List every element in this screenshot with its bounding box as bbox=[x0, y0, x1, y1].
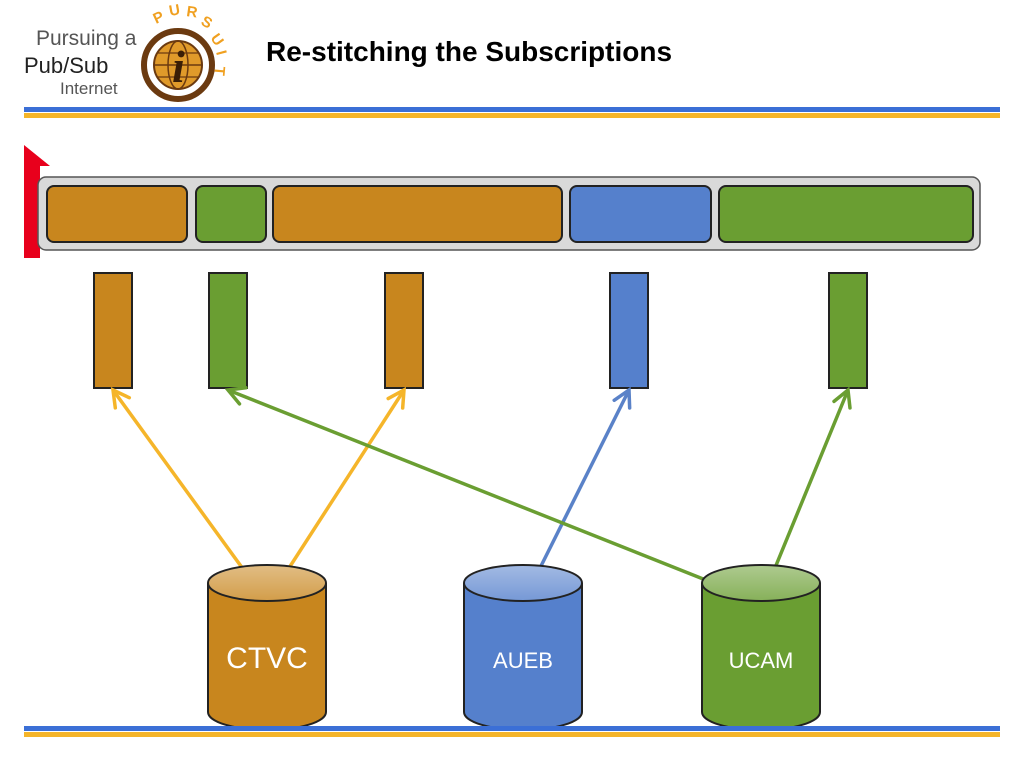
arrow-head bbox=[386, 386, 406, 410]
arrow-head bbox=[612, 386, 632, 410]
logo-emblem: i P U R S U I T bbox=[141, 1, 230, 102]
logo-line-3: Internet bbox=[60, 79, 118, 98]
bar-segment-ucam bbox=[195, 185, 267, 243]
logo-line-1: Pursuing a bbox=[36, 27, 137, 50]
footer-rule-blue bbox=[24, 726, 1000, 731]
arrow-line bbox=[227, 388, 762, 604]
emblem-outer-ring bbox=[141, 28, 215, 102]
piece-ctvc bbox=[384, 272, 424, 389]
piece-ctvc bbox=[93, 272, 133, 389]
cylinder-top-highlight-ctvc bbox=[209, 566, 325, 600]
arc-letter-3: R bbox=[185, 3, 198, 21]
arrow-head bbox=[832, 386, 852, 410]
bar-segment-ucam bbox=[718, 185, 974, 243]
cylinder-label-ctvc: CTVC bbox=[226, 642, 308, 675]
header-rule-orange bbox=[24, 113, 1000, 118]
arrow-head bbox=[224, 386, 248, 406]
page-title: Re-stitching the Subscriptions bbox=[266, 36, 673, 67]
piece-ucam bbox=[828, 272, 868, 389]
arc-letter-2: U bbox=[168, 1, 182, 20]
cylinder-top-highlight-ucam bbox=[703, 566, 819, 600]
arc-letter-7: T bbox=[210, 66, 228, 77]
logo-line-2: Pub/Sub bbox=[24, 53, 109, 78]
emblem-letter: i bbox=[172, 41, 185, 92]
arc-letter-6: I bbox=[212, 49, 230, 57]
header-rule-blue bbox=[24, 107, 1000, 112]
cylinder-top-highlight-aueb bbox=[465, 566, 581, 600]
bar-segment-aueb bbox=[569, 185, 712, 243]
cylinder-label-aueb: AUEB bbox=[493, 648, 553, 673]
piece-ucam bbox=[208, 272, 248, 389]
footer-rule-orange bbox=[24, 732, 1000, 737]
bar-segment-ctvc bbox=[272, 185, 563, 243]
arrow-head bbox=[110, 387, 132, 410]
piece-aueb bbox=[609, 272, 649, 389]
bar-segment-ctvc bbox=[46, 185, 188, 243]
arrow-ucam-to-piece-1 bbox=[224, 386, 762, 604]
cylinder-label-ucam: UCAM bbox=[728, 648, 794, 673]
red-indicator-arrow bbox=[24, 145, 50, 258]
